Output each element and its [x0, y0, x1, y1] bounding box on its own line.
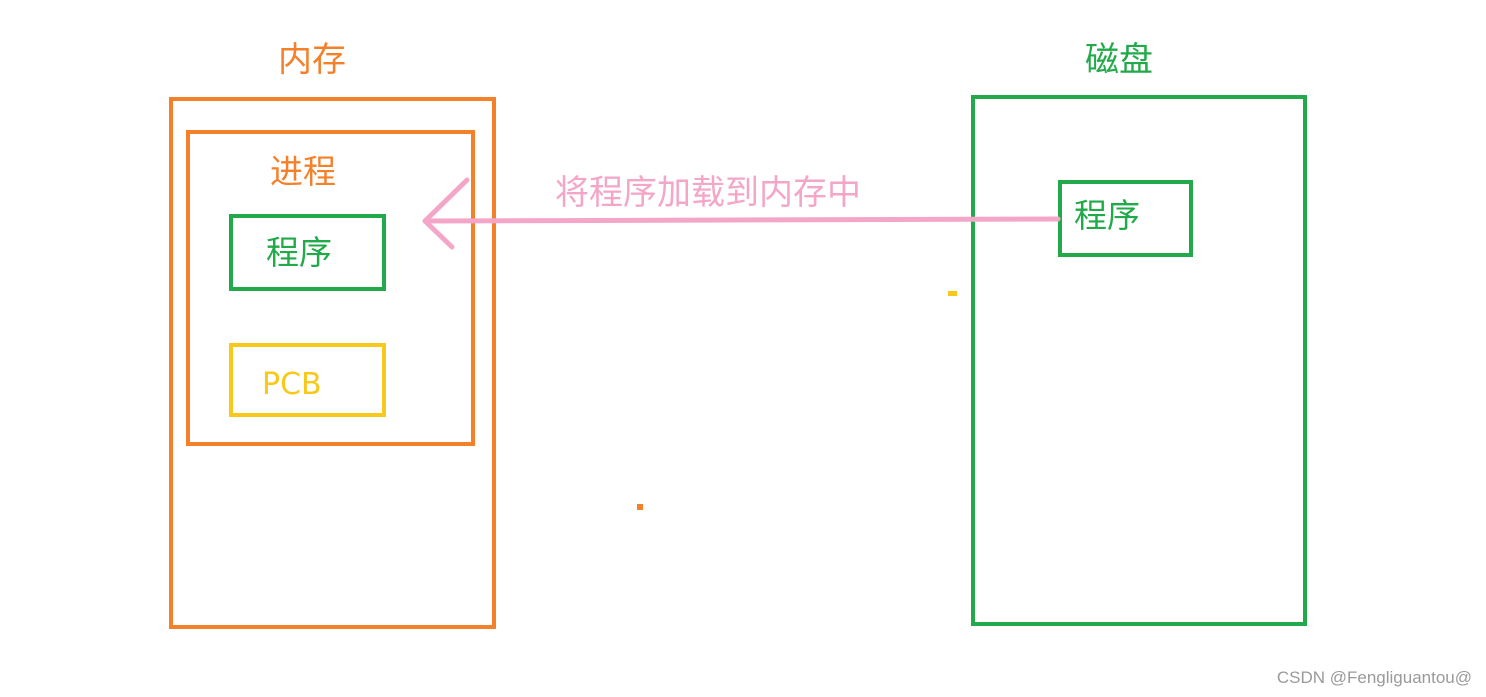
arrow-label: 将程序加载到内存中: [555, 173, 861, 213]
memory-title: 内存: [278, 40, 346, 80]
memory-box: [169, 97, 496, 629]
process-title: 进程: [270, 152, 336, 191]
pcb-label: PCB: [262, 367, 322, 402]
pcb-box: [229, 343, 386, 417]
disk-title: 磁盘: [1085, 40, 1153, 80]
watermark: CSDN @Fengliguantou@: [1276, 668, 1472, 687]
stray-dot-orange: [637, 504, 643, 510]
arrow-shaft: [422, 216, 1061, 224]
process-box: [186, 130, 475, 446]
memory-program-label: 程序: [266, 233, 332, 272]
disk-box: [971, 95, 1307, 626]
disk-program-label: 程序: [1074, 196, 1140, 235]
memory-program-box: [229, 214, 386, 291]
stray-dot-yellow: [948, 291, 957, 296]
